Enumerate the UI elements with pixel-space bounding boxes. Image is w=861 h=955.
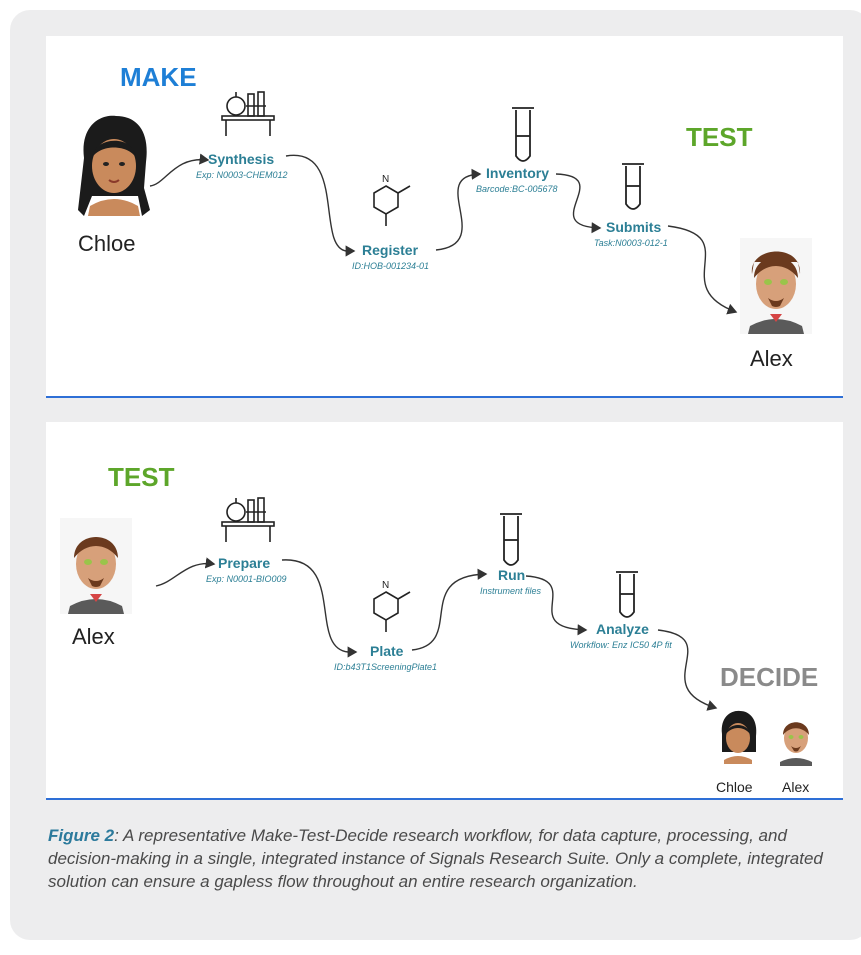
step-prepare-title: Prepare — [218, 555, 270, 571]
lab-bench-icon — [221, 91, 275, 136]
step-analyze-sub: Workflow: Enz IC50 4P fit — [570, 640, 672, 650]
alex-name: Alex — [750, 346, 793, 371]
chloe-avatar — [721, 710, 757, 764]
stage-decide-label: DECIDE — [720, 662, 818, 692]
chloe-avatar — [78, 115, 150, 216]
step-prepare-sub: Exp: N0001-BIO009 — [206, 574, 287, 584]
step-analyze-title: Analyze — [596, 621, 649, 637]
step-register-title: Register — [362, 242, 419, 258]
flow-arrow — [555, 173, 602, 234]
flow-arrow — [149, 153, 210, 187]
step-inventory-title: Inventory — [486, 165, 549, 181]
flow-arrow — [285, 154, 356, 257]
svg-text:N: N — [382, 580, 389, 591]
stage-test-label: TEST — [686, 122, 753, 152]
step-plate-title: Plate — [370, 643, 404, 659]
figure-label: Figure 2 — [48, 826, 115, 845]
decider-chloe-name: Chloe — [716, 779, 753, 795]
test-tube-icon — [512, 107, 534, 162]
lab-bench-icon — [221, 497, 275, 542]
caption-text: : A representative Make-Test-Decide rese… — [48, 826, 823, 891]
alex-name: Alex — [72, 624, 115, 649]
step-inventory-sub: Barcode:BC-005678 — [476, 184, 558, 194]
test-tube-icon — [616, 571, 638, 618]
step-synthesis-title: Synthesis — [208, 151, 274, 167]
molecule-icon: N — [373, 580, 411, 632]
test-tube-icon — [500, 513, 522, 566]
flow-arrow — [281, 559, 358, 658]
flow-arrow — [657, 629, 718, 711]
step-register-sub: ID:HOB-001234-01 — [352, 261, 429, 271]
test-tube-icon — [622, 163, 644, 210]
chloe-name: Chloe — [78, 231, 135, 256]
stage-test-label: TEST — [108, 462, 175, 492]
flow-arrow — [155, 557, 216, 587]
figure-caption: Figure 2: A representative Make-Test-Dec… — [48, 824, 838, 893]
step-run-title: Run — [498, 567, 525, 583]
alex-avatar — [740, 238, 812, 334]
step-plate-sub: ID:b43T1ScreeningPlate1 — [334, 662, 437, 672]
stage-make-label: MAKE — [120, 62, 197, 92]
alex-avatar — [60, 518, 132, 614]
flow-arrow — [525, 575, 588, 636]
decider-alex-name: Alex — [782, 779, 809, 795]
svg-text:N: N — [382, 174, 389, 185]
flow-arrow — [435, 168, 482, 251]
test-decide-panel: TEST DECIDE Alex N — [46, 422, 843, 800]
alex-avatar — [780, 722, 812, 766]
flow-arrow — [411, 568, 488, 651]
step-synthesis-sub: Exp: N0003-CHEM012 — [196, 170, 288, 180]
step-run-sub: Instrument files — [480, 586, 542, 596]
step-submits-sub: Task:N0003-012-1 — [594, 238, 668, 248]
make-test-panel: MAKE TEST Chloe N — [46, 36, 843, 398]
molecule-icon: N — [373, 174, 411, 226]
flow-arrow — [667, 225, 738, 315]
step-submits-title: Submits — [606, 219, 661, 235]
